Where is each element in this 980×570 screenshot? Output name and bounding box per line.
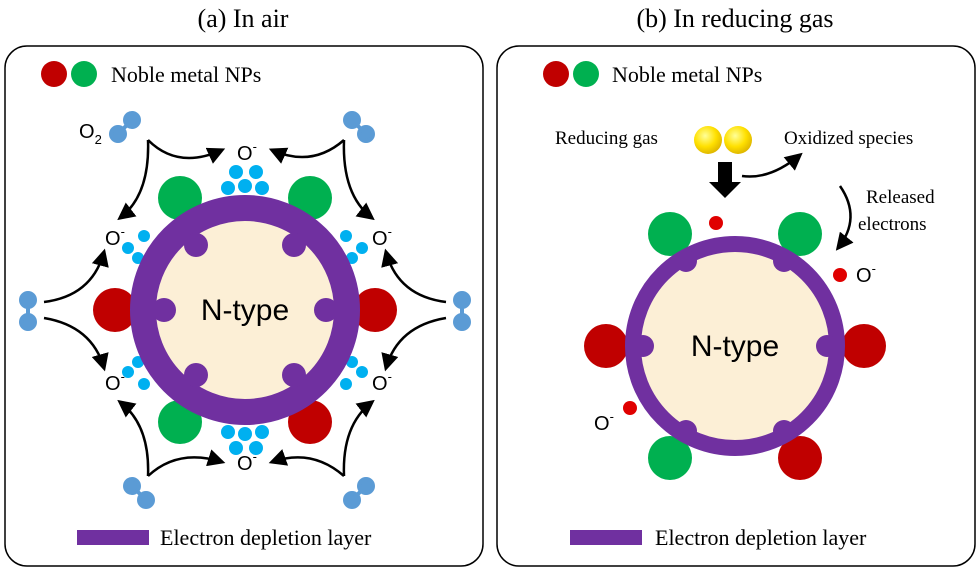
adsorbed-o xyxy=(356,242,368,254)
noble-metal-nps xyxy=(584,212,886,480)
oxygen-ion-label: O- xyxy=(105,369,125,395)
o2-molecule-icon xyxy=(109,111,141,143)
adsorbed-o xyxy=(255,181,269,195)
o2-molecule-icon xyxy=(19,291,37,331)
adsorbed-o xyxy=(255,425,269,439)
np-red xyxy=(842,324,886,368)
oxidized-species-label: Oxidized species xyxy=(784,128,913,149)
arrow xyxy=(268,449,345,477)
panel-b: (b) In reducing gas Noble metal NPs Redu… xyxy=(496,4,976,567)
sensor-particle: N-type xyxy=(625,236,845,456)
released-electrons-line2: electrons xyxy=(858,214,927,235)
adsorption-arrows xyxy=(43,139,447,477)
panel-a-title: (a) In air xyxy=(198,4,289,33)
adsorbed-o xyxy=(249,441,263,455)
adsorbed-o xyxy=(238,179,252,193)
oxygen-ion-label: O- xyxy=(856,261,876,287)
released-electrons-line1: Released xyxy=(866,187,935,208)
arrow xyxy=(741,152,803,178)
arrow xyxy=(117,139,150,221)
depletion-bumps xyxy=(152,233,338,387)
arrow xyxy=(381,316,447,372)
np-red xyxy=(93,288,137,332)
o2-molecule-icon xyxy=(343,477,375,509)
adsorbed-o xyxy=(229,165,243,179)
arrow xyxy=(342,399,375,477)
np-red xyxy=(353,288,397,332)
arrow xyxy=(342,139,375,221)
panel-b-frame xyxy=(496,45,976,567)
legend-np-green xyxy=(573,61,599,87)
adsorbed-o xyxy=(229,441,243,455)
np-green xyxy=(778,212,822,256)
panel-a-frame xyxy=(4,45,484,567)
adsorbed-o xyxy=(340,378,352,390)
adsorbed-o xyxy=(221,425,235,439)
oxygen-ion-dot xyxy=(709,216,723,230)
adsorbed-o xyxy=(238,427,252,441)
np-red xyxy=(584,324,628,368)
arrow xyxy=(381,248,447,304)
np-green xyxy=(648,212,692,256)
arrow xyxy=(835,185,854,251)
adsorbed-o xyxy=(221,181,235,195)
adsorbed-o xyxy=(138,230,150,242)
oxygen-ion-label: O- xyxy=(372,369,392,395)
legend-np-label: Noble metal NPs xyxy=(111,62,261,87)
o2-molecule-icon xyxy=(343,111,375,143)
core-label: N-type xyxy=(201,294,289,327)
legend-np-green xyxy=(71,61,97,87)
legend-depletion-swatch xyxy=(77,530,149,545)
oxygen-ion-label: O- xyxy=(372,224,392,250)
sensor-particle: N-type xyxy=(130,195,360,425)
legend-np-label: Noble metal NPs xyxy=(612,62,762,87)
reducing-gas-label: Reducing gas xyxy=(555,128,658,149)
o2-label: O2 xyxy=(79,121,102,147)
legend-depletion-label: Electron depletion layer xyxy=(160,525,372,550)
o2-molecules xyxy=(19,111,471,509)
oxygen-ion-label: O- xyxy=(594,409,614,435)
legend-np-red xyxy=(41,61,67,87)
oxygen-ion-label: O- xyxy=(105,224,125,250)
oxygen-ion-labels: O- O- O- O- O- O- xyxy=(105,139,392,475)
o2-molecule-icon xyxy=(453,291,471,331)
arrow xyxy=(43,316,109,372)
arrow xyxy=(117,399,150,477)
reaction-arrows xyxy=(741,152,854,251)
oxygen-ion-dot xyxy=(623,401,637,415)
core-label: N-type xyxy=(691,330,779,363)
arrow xyxy=(268,139,345,164)
legend-np-red xyxy=(543,61,569,87)
adsorbed-o xyxy=(122,242,134,254)
legend-depletion-label: Electron depletion layer xyxy=(655,525,867,550)
oxygen-ion-label: O- xyxy=(237,449,257,475)
arrow xyxy=(43,248,109,304)
down-arrow-icon xyxy=(709,162,741,198)
np-red xyxy=(778,436,822,480)
arrow xyxy=(147,449,226,477)
np-green xyxy=(648,436,692,480)
depletion-bumps xyxy=(632,250,838,442)
adsorbed-o xyxy=(340,230,352,242)
legend-depletion-swatch xyxy=(570,530,642,545)
panel-b-title: (b) In reducing gas xyxy=(636,4,833,33)
panel-a: (a) In air Noble metal NPs xyxy=(4,4,484,567)
oxygen-ion-dot xyxy=(833,268,847,282)
adsorbed-o xyxy=(122,366,134,378)
adsorbed-o xyxy=(249,165,263,179)
adsorbed-o xyxy=(356,366,368,378)
adsorbed-o xyxy=(138,378,150,390)
o2-molecule-icon xyxy=(123,477,155,509)
reducing-gas-molecule-icon xyxy=(694,126,752,154)
arrow xyxy=(147,139,226,164)
oxygen-ion-label: O- xyxy=(237,139,257,165)
oxygen-ion-labels: O- O- xyxy=(594,261,876,435)
depletion-layer-ring xyxy=(130,195,360,425)
